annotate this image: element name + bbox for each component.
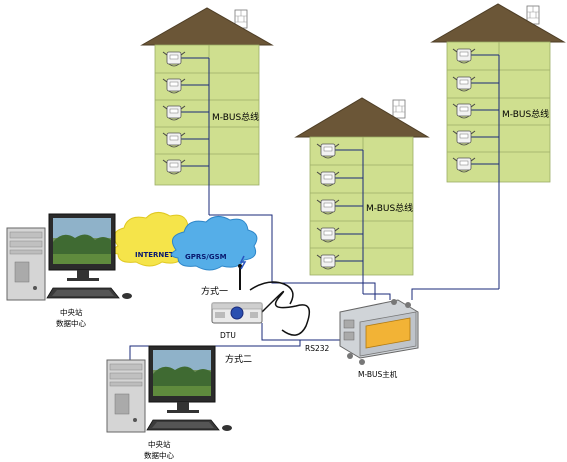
mode-one-label: 方式一: [201, 285, 228, 297]
rs232-label: RS232: [305, 344, 330, 353]
building-left-roof: [140, 7, 274, 46]
bus-label-right: M-BUS总线: [502, 108, 549, 120]
bus-label-middle: M-BUS总线: [366, 202, 413, 214]
gprs-label: GPRS/GSM: [185, 253, 227, 261]
building-left-bus-lines: [180, 57, 210, 215]
building-middle-roof: [294, 97, 430, 138]
station-bottom-line2: 数据中心: [144, 450, 174, 460]
central-station-bottom: 中央站 数据中心: [106, 345, 233, 460]
bus-label-left: M-BUS总线: [212, 111, 259, 123]
antenna: [238, 255, 247, 290]
bus-wiring: [209, 214, 499, 300]
master-label: M-BUS主机: [358, 369, 398, 379]
mbus-master-device: [339, 299, 419, 365]
rs232-wiring: [129, 323, 348, 362]
building-left: M-BUS总线: [140, 7, 274, 215]
station-top-line1: 中央站: [60, 307, 83, 317]
station-top-line2: 数据中心: [56, 318, 86, 328]
building-left-chimney-bricks: [235, 10, 247, 23]
building-right-bus-lines: [470, 54, 500, 289]
building-right-roof: [430, 3, 566, 43]
building-right: M-BUS总线: [430, 3, 566, 289]
dtu-label: DTU: [220, 331, 236, 340]
gprs-cloud: GPRS/GSM: [171, 216, 258, 271]
computer-icon: [106, 345, 233, 433]
building-middle: M-BUS总线: [294, 97, 430, 294]
mode-two-label: 方式二: [225, 353, 252, 365]
station-bottom-line1: 中央站: [148, 439, 171, 449]
building-middle-chimney-bricks: [393, 100, 405, 113]
dtu-cable: [249, 281, 311, 336]
dtu-device: [211, 302, 263, 324]
building-middle-bus-lines: [334, 149, 364, 294]
computer-icon: [6, 213, 133, 301]
central-station-top: 中央站 数据中心: [6, 213, 133, 328]
building-right-chimney-bricks: [527, 6, 539, 19]
internet-label: INTERNET: [135, 251, 174, 259]
